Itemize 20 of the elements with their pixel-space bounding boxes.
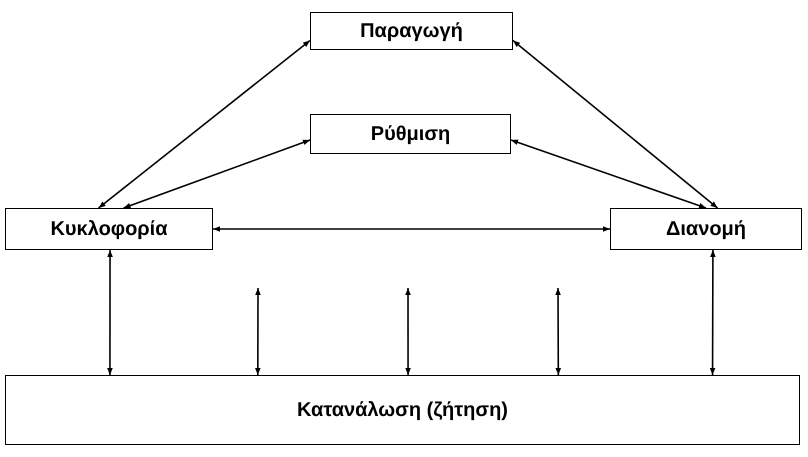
node-label: Παραγωγή	[360, 20, 463, 42]
process-box	[610, 208, 802, 250]
process-box	[310, 114, 511, 154]
double-arrow	[98, 40, 310, 209]
node-label: Ρύθμιση	[370, 122, 450, 146]
double-arrow	[255, 288, 261, 375]
node-label: Κυκλοφορία	[50, 218, 168, 240]
double-arrow	[512, 40, 718, 209]
process-box	[5, 375, 800, 445]
double-arrow	[510, 139, 706, 209]
double-arrow	[405, 288, 411, 375]
double-arrow	[710, 250, 716, 375]
double-arrow	[555, 288, 562, 375]
node-label: Διανομή	[666, 218, 746, 240]
double-arrow	[107, 250, 113, 375]
process-box	[310, 12, 513, 50]
double-arrow	[123, 139, 310, 209]
double-arrow	[213, 226, 610, 232]
process-box	[5, 208, 213, 250]
node-label: Κατανάλωση (ζήτηση)	[297, 398, 508, 422]
